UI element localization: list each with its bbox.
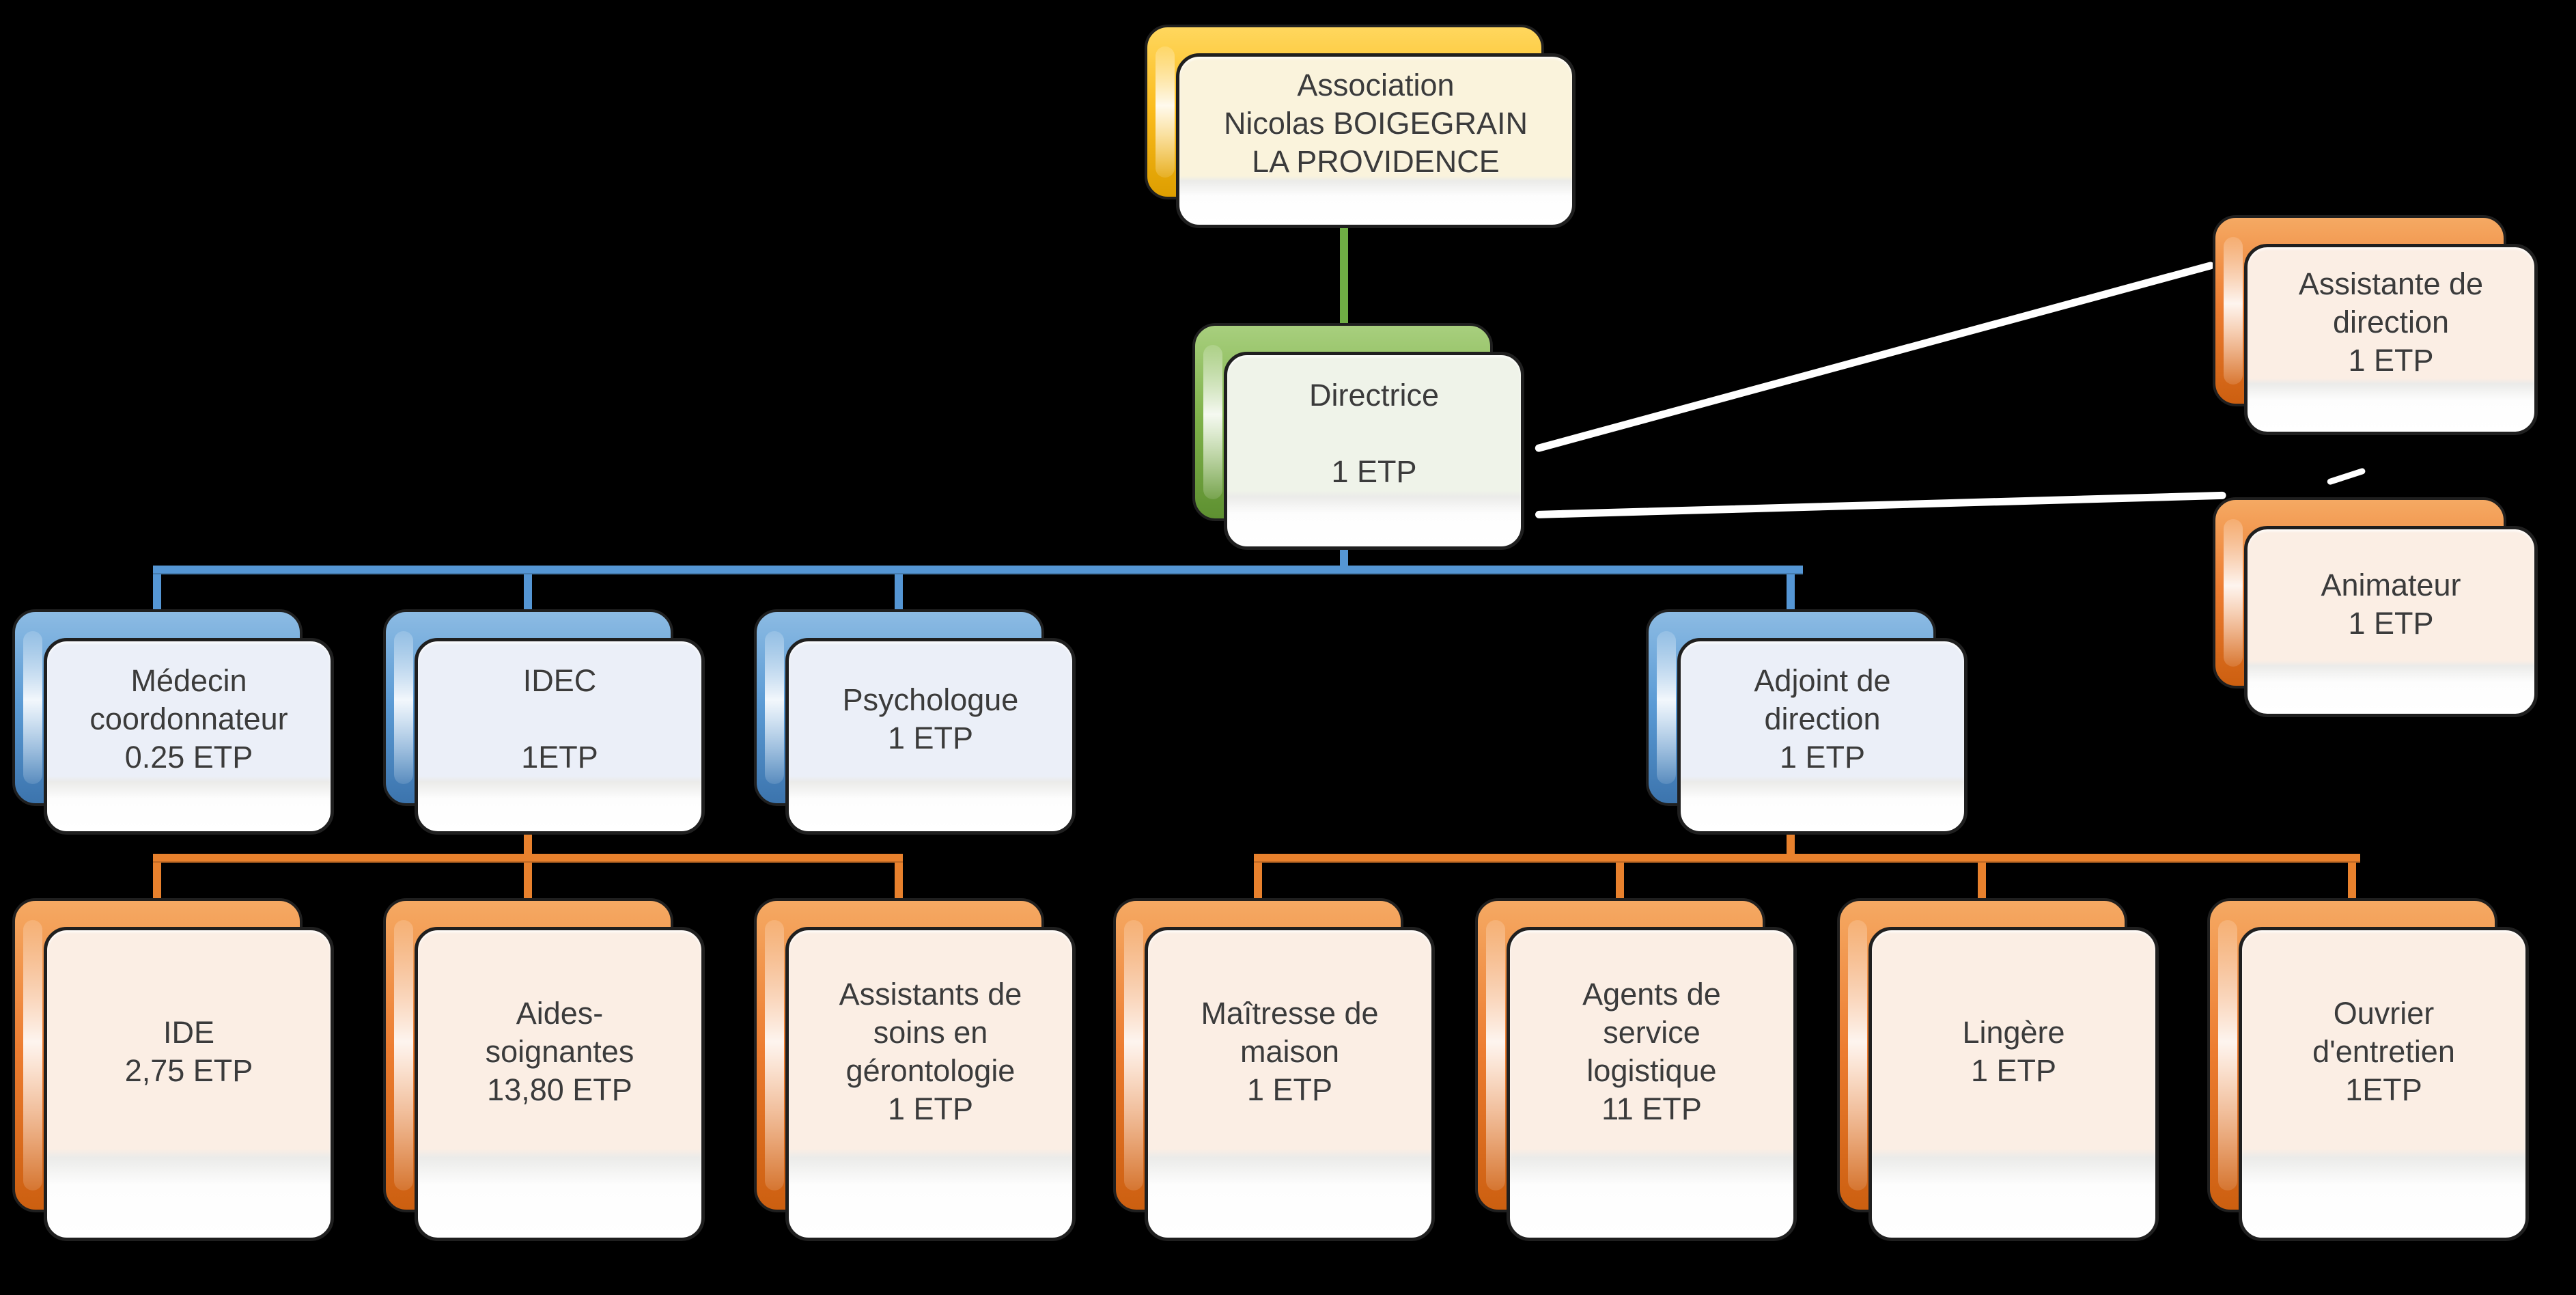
node-card: Médecin coordonnateur 0.25 ETP [44,638,334,835]
node-assistante-de-direction: Assistante de direction 1 ETP [2213,215,2538,435]
node-ide: IDE 2,75 ETP [12,898,334,1241]
orange-stub-ouvrier [2348,863,2356,901]
blue-stub-adjoint [1787,574,1795,612]
node-lingere: Lingère 1 ETP [1837,898,2159,1241]
node-card: IDE 2,75 ETP [44,927,334,1241]
node-label: Ouvrier d'entretien 1ETP [2312,996,2455,1107]
node-idec: IDEC 1ETP [383,609,705,835]
blue-stub-medecin [153,574,161,612]
node-label: Directrice 1 ETP [1308,378,1440,489]
white-line-artifact-animateur [2326,467,2366,486]
orange-adjoint-riser [1787,832,1795,857]
node-label: Lingère 1 ETP [1962,1015,2065,1088]
node-card: Assistants de soins en gérontologie 1 ET… [785,927,1076,1241]
node-card: Ouvrier d'entretien 1ETP [2239,927,2529,1241]
node-label: Animateur 1 ETP [2321,568,2461,641]
node-maitresse-de-maison: Maîtresse de maison 1 ETP [1113,898,1435,1241]
node-agents-service-logistique: Agents de service logistique 11 ETP [1475,898,1797,1241]
node-card: Agents de service logistique 11 ETP [1507,927,1797,1241]
node-label: Médecin coordonnateur 0.25 ETP [89,663,288,775]
orange-stub-agents [1616,863,1624,901]
node-card: Animateur 1 ETP [2244,526,2538,717]
blue-rail [153,566,1803,574]
node-label: Assistante de direction 1 ETP [2298,266,2484,378]
node-card: Assistante de direction 1 ETP [2244,244,2538,435]
node-card: Lingère 1 ETP [1868,927,2159,1241]
node-adjoint-de-direction: Adjoint de direction 1 ETP [1646,609,1968,835]
node-card: Psychologue 1 ETP [785,638,1076,835]
node-animateur: Animateur 1 ETP [2213,497,2538,717]
node-label: Agents de service logistique 11 ETP [1582,977,1721,1126]
node-assistants-soins-gerontologie: Assistants de soins en gérontologie 1 ET… [754,898,1076,1241]
node-card: IDEC 1ETP [415,638,705,835]
orange-stub-lingere [1978,863,1986,901]
node-aides-soignantes: Aides- soignantes 13,80 ETP [383,898,705,1241]
node-card: Aides- soignantes 13,80 ETP [415,927,705,1241]
white-link-directrice-assistante [1534,261,2215,453]
node-label: Aides- soignantes 13,80 ETP [485,996,634,1107]
node-label: Adjoint de direction 1 ETP [1754,663,1891,775]
blue-stub-idec [524,574,532,612]
node-psychologue: Psychologue 1 ETP [754,609,1076,835]
node-label: Maîtresse de maison 1 ETP [1201,996,1379,1107]
node-card: Maîtresse de maison 1 ETP [1145,927,1435,1241]
node-association: Association Nicolas BOIGEGRAIN LA PROVID… [1145,25,1576,228]
orange-stub-maitresse [1254,863,1262,901]
orange-rail-left [153,854,903,863]
orange-stub-ide [153,863,161,901]
green-root-drop [1340,219,1348,328]
node-label: Association Nicolas BOIGEGRAIN LA PROVID… [1223,68,1528,179]
orange-rail-right [1254,854,2360,863]
white-link-directrice-animateur [1535,491,2226,518]
node-medecin-coordonnateur: Médecin coordonnateur 0.25 ETP [12,609,334,835]
node-label: IDEC 1ETP [521,663,598,775]
node-card: Directrice 1 ETP [1224,352,1524,550]
node-label: Psychologue 1 ETP [842,682,1019,755]
node-card: Adjoint de direction 1 ETP [1677,638,1968,835]
node-directrice: Directrice 1 ETP [1192,323,1524,550]
node-ouvrier-entretien: Ouvrier d'entretien 1ETP [2207,898,2529,1241]
node-label: Assistants de soins en gérontologie 1 ET… [839,977,1022,1126]
node-label: IDE 2,75 ETP [124,1015,253,1088]
node-card: Association Nicolas BOIGEGRAIN LA PROVID… [1176,53,1576,228]
orange-idec-riser [524,832,532,857]
orange-stub-assistants-soins [895,863,903,901]
blue-directrice-drop [1340,546,1348,570]
orange-stub-aides-soignantes [524,863,532,901]
blue-stub-psychologue [895,574,903,612]
